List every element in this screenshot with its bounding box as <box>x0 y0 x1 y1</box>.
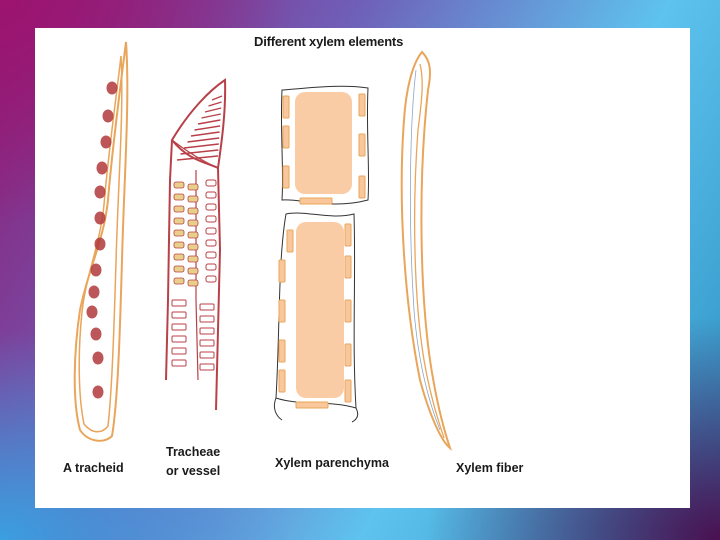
vessel-pit <box>188 256 198 262</box>
tracheid-pit <box>91 264 102 277</box>
tracheid-pit <box>97 162 108 175</box>
tracheid-figure <box>75 42 128 441</box>
label-fiber: Xylem fiber <box>456 460 523 476</box>
parenchyma-pit <box>283 96 289 118</box>
vessel-pit <box>206 264 216 270</box>
tracheid-pit <box>89 286 100 299</box>
vessel-pit <box>172 336 186 342</box>
parenchyma-pit <box>279 260 285 282</box>
vessel-pit <box>172 324 186 330</box>
vessel-figure <box>166 80 225 410</box>
vessel-spiral-thickening <box>177 96 222 160</box>
vessel-pit <box>206 204 216 210</box>
vessel-spiral-band <box>195 126 221 130</box>
tracheid-pit <box>93 352 104 365</box>
vessel-pit <box>200 316 214 322</box>
vessel-pit <box>188 220 198 226</box>
vessel-pit <box>174 266 184 272</box>
tracheid-pit <box>101 136 112 149</box>
vessel-spiral-band <box>209 102 222 106</box>
vessel-pit <box>172 312 186 318</box>
vessel-pit <box>200 340 214 346</box>
vessel-pit <box>174 254 184 260</box>
parenchyma-pit <box>359 176 365 198</box>
vessel-pit <box>206 240 216 246</box>
vessel-pit <box>206 216 216 222</box>
parenchyma-pit <box>279 340 285 362</box>
parenchyma-pit <box>283 166 289 188</box>
parenchyma-pit <box>345 380 351 402</box>
parenchyma-figure <box>274 86 368 422</box>
vessel-pit <box>174 194 184 200</box>
fiber-outer-wall <box>402 52 450 448</box>
vessel-pit <box>174 206 184 212</box>
vessel-pit <box>206 276 216 282</box>
label-vessel-line2: or vessel <box>166 463 220 479</box>
vessel-pit <box>206 228 216 234</box>
vessel-spiral-band <box>188 138 220 142</box>
parenchyma-pit <box>283 126 289 148</box>
fiber-figure <box>402 52 450 448</box>
vessel-spiral-band <box>198 120 220 124</box>
parenchyma-pit <box>359 134 365 156</box>
label-tracheid: A tracheid <box>63 460 124 476</box>
vessel-pit <box>188 268 198 274</box>
tracheid-pit <box>103 110 114 123</box>
vessel-pit <box>174 242 184 248</box>
tracheid-pit <box>95 212 106 225</box>
tracheid-pit <box>93 386 104 399</box>
parenchyma-pit <box>287 230 293 252</box>
vessel-pit <box>188 184 198 190</box>
vessel-spiral-band <box>212 96 222 100</box>
vessel-pit <box>174 230 184 236</box>
vessel-pit <box>188 280 198 286</box>
parenchyma-pit <box>345 256 351 278</box>
parenchyma-pit <box>279 300 285 322</box>
parenchyma-pit <box>345 300 351 322</box>
vessel-pit <box>206 192 216 198</box>
tracheid-pit <box>95 238 106 251</box>
tracheid-pit <box>95 186 106 199</box>
tracheid-pit <box>91 328 102 341</box>
parenchyma-pit <box>359 94 365 116</box>
parenchyma-end-pit <box>300 198 332 204</box>
vessel-right-wall <box>216 168 220 410</box>
parenchyma-pit <box>345 344 351 366</box>
parenchyma-lower-protoplast <box>296 222 344 398</box>
vessel-pit <box>200 352 214 358</box>
vessel-pit <box>188 196 198 202</box>
vessel-pit <box>174 182 184 188</box>
vessel-pit <box>206 252 216 258</box>
parenchyma-pit <box>279 370 285 392</box>
vessel-spiral-band <box>202 114 221 118</box>
parenchyma-upper-protoplast <box>295 92 352 194</box>
tracheid-pit <box>87 306 98 319</box>
parenchyma-pit <box>345 224 351 246</box>
diagram-title: Different xylem elements <box>254 34 454 49</box>
vessel-pit <box>174 218 184 224</box>
vessel-pit <box>200 304 214 310</box>
vessel-pit <box>174 278 184 284</box>
vessel-left-wall <box>166 140 172 380</box>
vessel-pit <box>200 364 214 370</box>
vessel-pit <box>172 360 186 366</box>
vessel-pit <box>206 180 216 186</box>
vessel-spiral-band <box>191 132 220 136</box>
vessel-pit <box>188 232 198 238</box>
vessel-pit <box>172 348 186 354</box>
fiber-inner-wall <box>415 64 444 438</box>
parenchyma-end-pit <box>296 402 328 408</box>
vessel-pits <box>172 180 216 370</box>
vessel-pit <box>188 208 198 214</box>
vessel-pit <box>200 328 214 334</box>
vessel-pit <box>188 244 198 250</box>
vessel-spiral-band <box>205 108 221 112</box>
label-parenchyma: Xylem parenchyma <box>275 455 389 471</box>
label-vessel-line1: Tracheae <box>166 444 220 460</box>
vessel-pit <box>172 300 186 306</box>
tracheid-pit <box>107 82 118 95</box>
vessel-spiral-band <box>184 144 219 148</box>
